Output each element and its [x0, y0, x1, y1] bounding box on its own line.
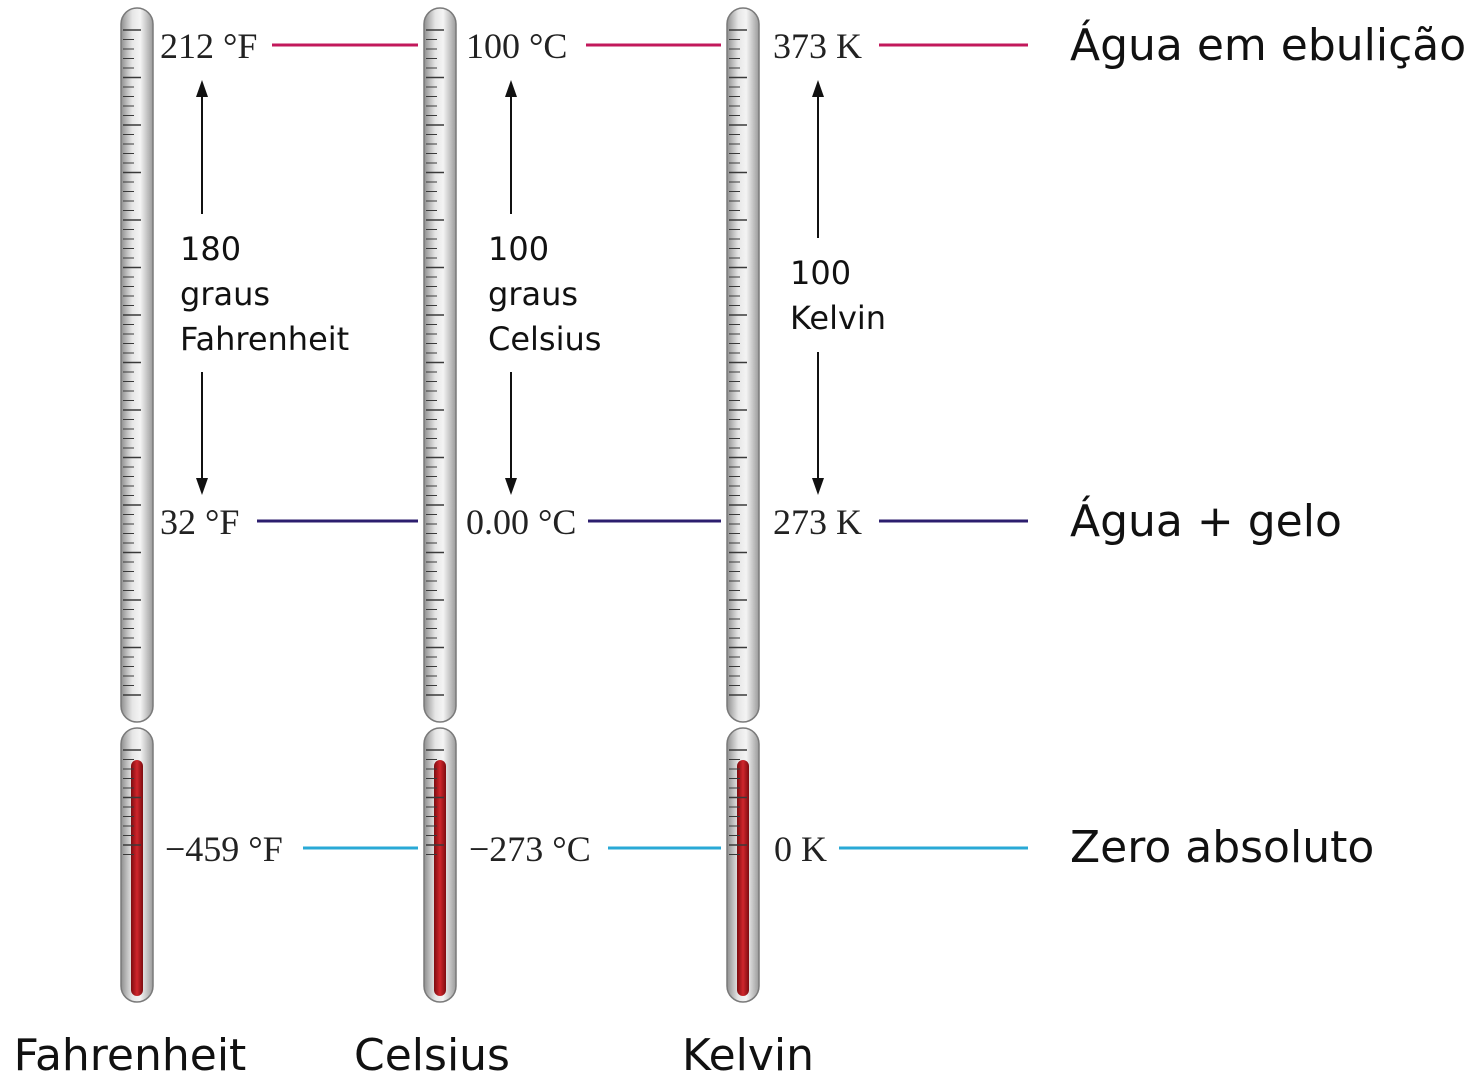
scale-ticks	[426, 29, 444, 855]
boiling-value: 212 °F	[160, 26, 257, 66]
span-arrow	[812, 80, 824, 495]
arrow-down-icon	[196, 478, 208, 495]
thermometer-celsius: 100 °C 0.00 °C −273 °C 100 graus Celsius…	[354, 7, 721, 1081]
boiling-value: 373 K	[773, 26, 862, 66]
arrow-down-icon	[505, 478, 517, 495]
arrow-down-icon	[812, 478, 824, 495]
thermometer-tube	[423, 7, 457, 1003]
span-label: 100 Kelvin	[790, 254, 886, 337]
freezing-value: 273 K	[773, 502, 862, 542]
thermometer-kelvin: 373 K 273 K 0 K 100 Kelvin Kelvin	[682, 7, 1028, 1081]
scale-name: Kelvin	[682, 1030, 814, 1081]
boiling-value: 100 °C	[466, 26, 567, 66]
absolute-zero-value: 0 K	[774, 829, 827, 869]
span-label: 180 graus Fahrenheit	[180, 230, 349, 358]
thermometer-tube	[120, 7, 154, 1003]
scale-name: Celsius	[354, 1030, 510, 1081]
scale-name: Fahrenheit	[14, 1030, 247, 1081]
absolute-zero-value: −459 °F	[165, 829, 283, 869]
freezing-value: 32 °F	[160, 502, 239, 542]
label-boiling-water: Água em ebulição	[1070, 18, 1466, 71]
freezing-value: 0.00 °C	[466, 502, 576, 542]
span-label: 100 graus Celsius	[488, 230, 601, 358]
arrow-up-icon	[505, 80, 517, 97]
mercury-column	[131, 760, 143, 996]
arrow-up-icon	[196, 80, 208, 97]
absolute-zero-value: −273 °C	[469, 829, 591, 869]
mercury-column	[434, 760, 446, 996]
thermometer-tube	[726, 7, 760, 1003]
label-absolute-zero: Zero absoluto	[1070, 822, 1374, 873]
span-arrow	[196, 80, 208, 495]
label-water-ice: Água + gelo	[1070, 494, 1342, 547]
thermometer-fahrenheit: 212 °F 32 °F −459 °F 180 graus Fahrenhei…	[14, 7, 418, 1081]
mercury-column	[737, 760, 749, 996]
span-arrow	[505, 80, 517, 495]
arrow-up-icon	[812, 80, 824, 97]
scale-ticks	[729, 29, 747, 855]
scale-ticks	[123, 29, 141, 855]
